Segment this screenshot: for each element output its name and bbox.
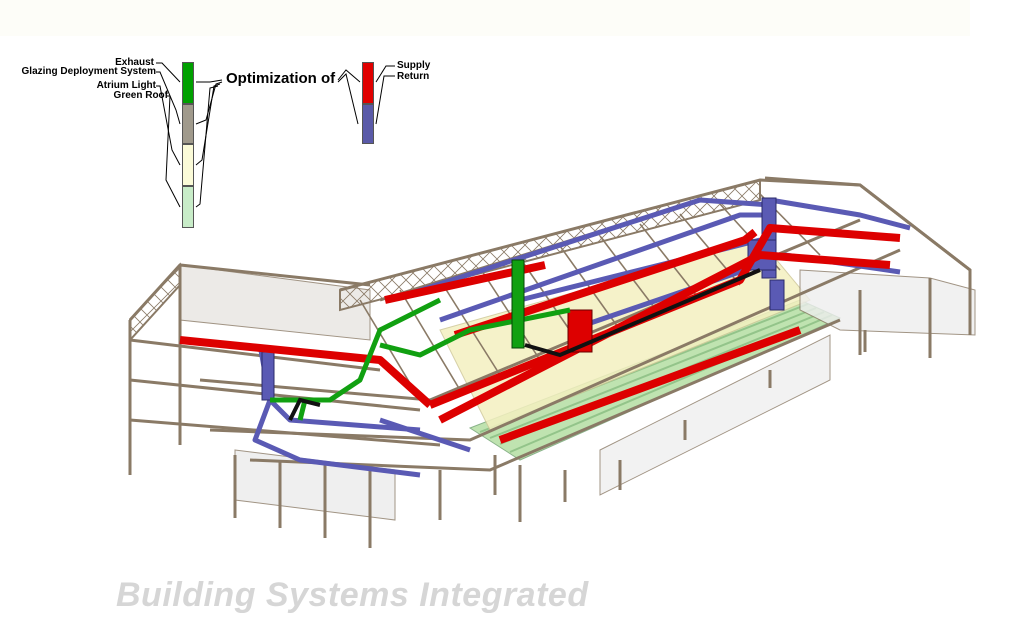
legend-swatch-atrium-light: [182, 144, 194, 186]
optimization-label: Optimization of: [226, 70, 336, 87]
front-glazing: [599, 334, 831, 496]
legend-swatch-exhaust: [182, 62, 194, 104]
top-band: [0, 0, 970, 36]
dark-ducts: [288, 268, 761, 421]
legend-swatch-return: [362, 104, 374, 144]
legend-label-exhaust: Exhaust: [115, 57, 154, 68]
columns: [233, 330, 932, 548]
legend-label-supply: Supply: [397, 60, 431, 71]
legend-label-return: Return: [397, 71, 430, 82]
exhaust-shaft: [511, 259, 525, 349]
legend-label-green-roof: Green Roof: [113, 90, 168, 101]
caption: Building Systems Integrated: [116, 576, 589, 614]
legend-swatch-glazing: [182, 104, 194, 144]
legend-label-atrium-light: Atrium Light: [96, 80, 156, 91]
legend-swatch-supply: [362, 62, 374, 104]
legend-swatch-green-roof: [182, 186, 194, 228]
legend-label-glazing: Glazing Deployment System: [21, 66, 156, 77]
